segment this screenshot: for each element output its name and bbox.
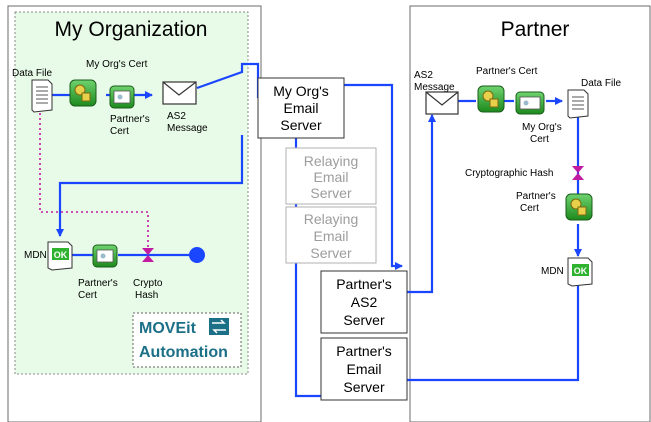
- partner-crypto-hash-label: Cryptographic Hash: [465, 168, 553, 179]
- partner-panel: [409, 5, 651, 422]
- partner-cert-icon: [109, 85, 135, 109]
- my-org-email-server-line1: My Org's: [273, 83, 329, 99]
- partner-as2-message-label-1: AS2: [414, 70, 433, 81]
- relay1-line2: Email: [313, 169, 348, 185]
- partner-cert2-label-1: Partner's: [516, 191, 556, 202]
- partner-data-file-label: Data File: [581, 78, 621, 89]
- relay1-line3: Server: [310, 185, 352, 201]
- partner-cert-icon-top: [477, 85, 505, 113]
- moveit-logo-icon: [209, 318, 229, 335]
- certificate-icon: [69, 79, 97, 107]
- flow-to-partner-as2-server: [338, 83, 403, 270]
- partner-partners-cert-label: Partner's Cert: [476, 66, 538, 77]
- partner-crypto-hash-icon: [572, 166, 584, 180]
- org-as2-message-label-2: Message: [167, 123, 208, 134]
- partner-panel-title: Partner: [501, 18, 570, 41]
- envelope-icon: [162, 81, 197, 105]
- org-partners-cert-label-2: Cert: [110, 126, 129, 137]
- partner-my-org-cert-label-2: Cert: [530, 134, 549, 145]
- partner-email-server: Partner's Email Server: [320, 337, 408, 401]
- org-as2-message-label-1: AS2: [167, 111, 186, 122]
- relay2-line3: Server: [310, 245, 352, 261]
- org-mdn-label: MDN: [24, 250, 47, 261]
- relay2-line2: Email: [313, 228, 348, 244]
- partner-mdn-badge: OK: [574, 266, 588, 276]
- my-org-email-server-line3: Server: [280, 117, 322, 133]
- flow-to-org-mdn: [56, 135, 244, 237]
- partner-document-icon: [567, 89, 589, 119]
- hash-dotted-link: [39, 113, 149, 250]
- moveit-automation-logo: MOVEit Automation: [132, 312, 242, 368]
- relay2-line1: Relaying: [304, 211, 358, 227]
- partner-my-org-cert-icon: [515, 91, 545, 115]
- partner-as2-server: Partner's AS2 Server: [320, 270, 408, 334]
- partner-as2-message-label-2: Message: [414, 82, 455, 93]
- mdn-icon: OK: [47, 241, 73, 271]
- org-panel-title: My Organization: [55, 18, 208, 41]
- mdn-partner-cert-icon: [92, 244, 118, 268]
- partner-as2-server-line2: AS2: [351, 294, 378, 310]
- org-mdn-badge: OK: [54, 250, 68, 260]
- org-my-org-cert-label: My Org's Cert: [86, 59, 148, 70]
- my-org-email-server-line2: Email: [283, 100, 318, 116]
- partner-mdn-label: MDN: [541, 266, 564, 277]
- org-mdn-cert-label-2: Cert: [78, 290, 97, 301]
- org-partners-cert-label-1: Partner's: [110, 114, 150, 125]
- flow-to-partner-as2-message: [404, 114, 436, 294]
- org-data-file-label: Data File: [12, 68, 52, 79]
- relay1-line1: Relaying: [304, 153, 358, 169]
- org-crypto-hash-label-2: Hash: [135, 290, 158, 301]
- partner-email-server-line2: Email: [346, 361, 381, 377]
- flow-endpoint-dot: [189, 247, 205, 263]
- partner-email-server-line1: Partner's: [336, 343, 392, 359]
- brand-moveit: MOVEit: [139, 320, 197, 337]
- partner-envelope-icon: [425, 91, 459, 115]
- brand-automation: Automation: [139, 344, 228, 361]
- org-mdn-cert-label-1: Partner's: [78, 278, 118, 289]
- partner-mdn-icon: OK: [567, 257, 593, 287]
- my-org-email-server: My Org's Email Server: [257, 77, 345, 139]
- relaying-email-server-1: Relaying Email Server: [285, 147, 377, 205]
- partner-email-server-line3: Server: [343, 379, 385, 395]
- partner-as2-server-line1: Partner's: [336, 276, 392, 292]
- crypto-hash-icon: [142, 248, 154, 262]
- flow-message-to-email-server: [196, 62, 260, 98]
- org-crypto-hash-label-1: Crypto: [133, 278, 163, 289]
- partner-cert2-label-2: Cert: [520, 203, 539, 214]
- partner-cert2-icon: [565, 193, 593, 221]
- document-icon: [31, 79, 53, 113]
- relaying-email-server-2: Relaying Email Server: [285, 206, 377, 264]
- partner-as2-server-line3: Server: [343, 312, 385, 328]
- flow-mdn-to-partner-email-server: [395, 284, 580, 384]
- partner-my-org-cert-label-1: My Org's: [522, 122, 562, 133]
